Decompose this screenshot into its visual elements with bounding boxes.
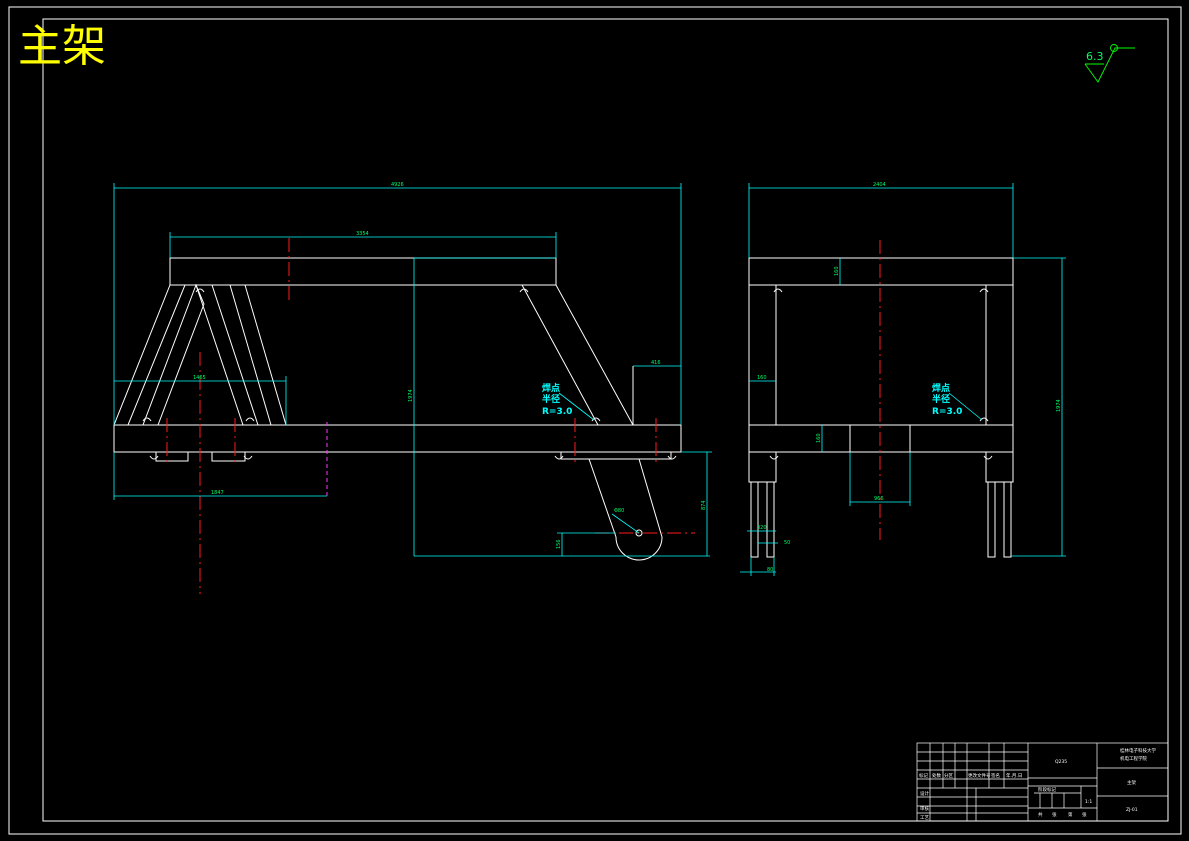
side-right-leg-a [987, 481, 996, 558]
svg-text:半径: 半径 [542, 393, 560, 405]
front-top-beam [169, 257, 557, 286]
tb-drawing-no: ZJ-01 [1126, 807, 1138, 813]
dim-front-wheel-small: 156 [556, 539, 562, 549]
title-block: Q235 桂林电子科技大学 机电工程学院 主架 ZJ-01 1:1 阶段标记 标… [916, 742, 1169, 822]
side-left-leg-housing [748, 451, 777, 483]
dim-front-height: 1974 [408, 389, 414, 402]
roughness-value: 6.3 [1086, 50, 1104, 63]
tb-rev-h3: 分区 [944, 772, 953, 779]
tb-rev-h2: 处数 [932, 772, 941, 779]
svg-text:R=3.0: R=3.0 [542, 407, 572, 417]
tb-rev-h1: 标记 [919, 772, 928, 779]
tb-rev-h4: 更改文件号 [968, 772, 991, 779]
front-left-brace-b [229, 284, 287, 426]
svg-text:焊点: 焊点 [932, 382, 950, 394]
front-dimensions [113, 183, 712, 557]
side-view: 2404 160 160 160 966 1974 320 50 80 焊点 半… [740, 182, 1066, 576]
front-pad-left [155, 451, 189, 462]
front-wheel-fork [588, 458, 663, 561]
dim-front-overall: 4926 [391, 182, 404, 188]
svg-text:焊点: 焊点 [542, 382, 560, 394]
front-weld-marks [142, 288, 677, 460]
front-left-brace-outer [113, 284, 186, 426]
side-left-leg-b [766, 481, 775, 558]
tb-rev-h5: 签名 [991, 772, 1000, 779]
tb-sheet-2: 张 [1052, 811, 1057, 818]
tb-sign-process: 工艺 [920, 815, 929, 821]
tb-sheet-1: 共 [1038, 811, 1043, 818]
front-left-brace-a [142, 283, 205, 426]
front-left-brace-inner [195, 284, 259, 426]
dim-front-right-offset: 416 [651, 360, 661, 366]
inner-frame [42, 18, 1169, 822]
dim-side-center-block: 966 [874, 496, 884, 502]
tb-rev-h6: 年.月.日 [1006, 772, 1022, 779]
dim-front-top-beam: 3354 [356, 231, 369, 237]
dim-front-bottom-span: 1847 [211, 490, 224, 496]
front-bottom-beam [113, 424, 682, 453]
front-view: 4926 3354 1465 416 1847 1974 874 156 Φ80… [113, 182, 712, 594]
svg-text:半径: 半径 [932, 393, 950, 405]
side-left-leg-a [750, 481, 759, 558]
dim-side-leg-b: 50 [784, 540, 790, 546]
drawing-title: 主架 [18, 21, 106, 72]
surface-roughness-symbol: 6.3 [1084, 44, 1135, 83]
front-right-brace [521, 284, 634, 426]
tb-sheet-3: 第 [1068, 811, 1073, 818]
side-dimensions [740, 183, 1066, 576]
side-right-leg-housing [985, 451, 1014, 483]
tb-sign-review: 审核 [920, 805, 929, 812]
dim-side-post: 160 [757, 375, 767, 381]
front-pad-right [560, 451, 672, 460]
dim-side-leg-c: 80 [767, 567, 773, 573]
tb-part-name: 主架 [1127, 779, 1136, 786]
side-right-leg-b [1003, 481, 1012, 558]
side-right-post [985, 284, 1014, 426]
side-inner-window [775, 284, 987, 426]
outer-border [8, 6, 1182, 835]
front-pad-mid [211, 451, 246, 462]
dim-side-top-thickness: 160 [834, 266, 840, 276]
tb-material: Q235 [1055, 759, 1067, 765]
tb-sheet-4: 张 [1082, 811, 1087, 818]
side-left-post [748, 284, 777, 426]
dim-side-height: 1974 [1056, 399, 1062, 412]
tb-school-line2: 机电工程学院 [1120, 755, 1147, 762]
side-weld-note: 焊点 半径 R=3.0 [932, 382, 983, 421]
dim-front-left-brace: 1465 [193, 375, 206, 381]
front-weld-note: 焊点 半径 R=3.0 [542, 382, 595, 421]
dim-side-overall: 2404 [873, 182, 886, 188]
dim-front-wheel-drop: 874 [701, 500, 707, 510]
side-bottom-beam [748, 424, 1014, 453]
dim-side-mid: 160 [816, 433, 822, 443]
side-weld-marks [769, 288, 993, 460]
side-top-beam [748, 257, 1014, 286]
svg-text:R=3.0: R=3.0 [932, 407, 962, 417]
dim-side-leg-a: 320 [757, 525, 767, 531]
tb-sign-design: 设计 [920, 790, 929, 797]
tb-stage-label: 阶段标记 [1038, 786, 1056, 793]
dim-front-wheel-dia: Φ80 [614, 508, 624, 514]
tb-scale: 1:1 [1085, 799, 1092, 805]
tb-school-line1: 桂林电子科技大学 [1120, 747, 1156, 754]
